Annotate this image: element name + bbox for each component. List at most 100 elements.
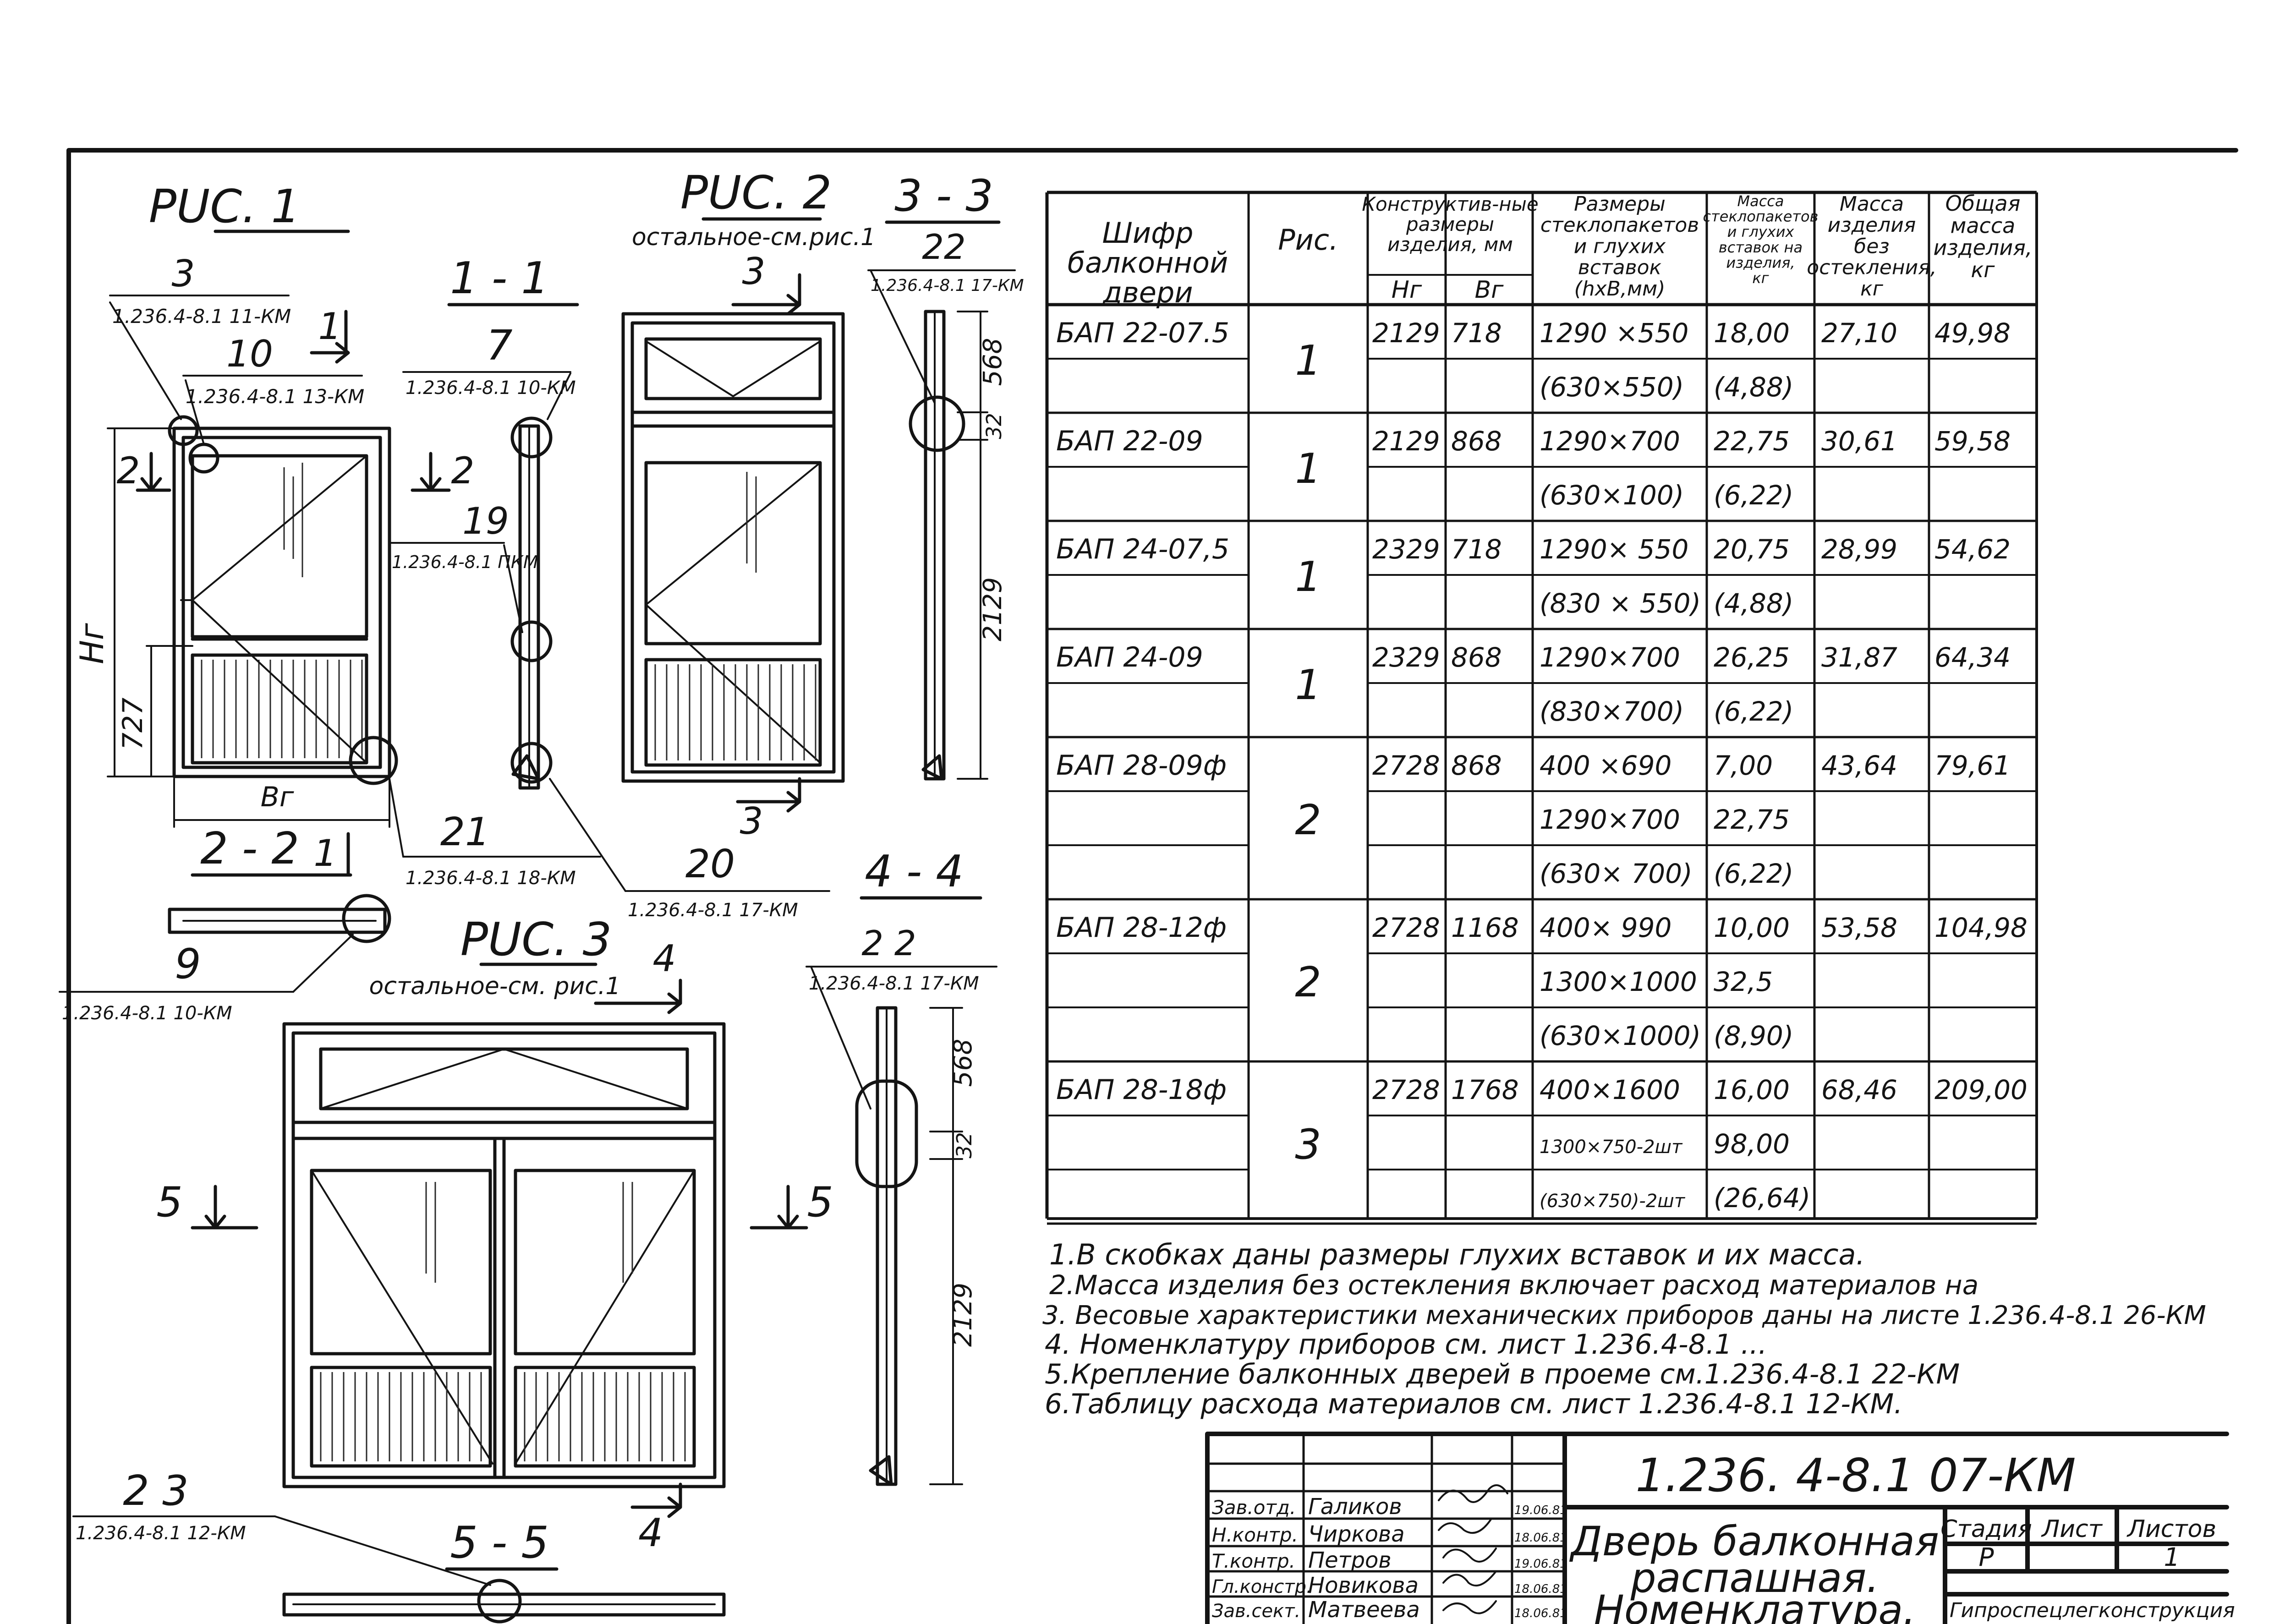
table-cell-razm: 1290×700 (1540, 426, 1680, 457)
figure-1: PUC. 1 Hг 727 Bг 3 1.236.4-8.1 (73, 180, 475, 828)
section-4-4-title: 4 - 4 (865, 847, 964, 897)
callout-20-number: 20 (685, 842, 735, 887)
section-1-1-title: 1 - 1 (450, 253, 549, 304)
table-cell-b: 718 (1451, 317, 1502, 349)
note-1: 1.В скобках даны размеры глухих вставок … (1049, 1238, 1865, 1271)
table-cell-massa-st: 22,75 (1714, 804, 1790, 835)
stamp-name-5: Матвеева (1308, 1597, 1420, 1623)
mark-1-top: 1 (318, 305, 342, 348)
stamp-title-line2: распашная. (1630, 1554, 1880, 1602)
mark-5-right: 5 (807, 1178, 833, 1226)
header-konstr-line-0: Конструктив-ные (1362, 193, 1539, 215)
header-massa-bez-line-3: остекления, (1807, 256, 1936, 279)
header-shifr-line-1: балконной (1068, 246, 1228, 279)
header-konstr-line-1: размеры (1406, 213, 1494, 235)
dim-b-label: Bг (261, 781, 294, 813)
nomenclature-table: ШифрбалконнойдвериРис.Конструктив-ныераз… (1045, 191, 2038, 1225)
table-cell-h: 2728 (1372, 912, 1440, 943)
table-cell-massa-bez: 43,64 (1821, 750, 1897, 781)
table-cell-ris: 1 (1295, 661, 1321, 709)
table-cell-razm: (830×700) (1540, 696, 1684, 727)
header-massa-st-line-0: Масса (1737, 192, 1784, 210)
header-razm-line-3: вставок (1578, 256, 1662, 279)
stamp-role-4: Гл.констр. (1212, 1576, 1312, 1597)
table-cell-massa-st: (6,22) (1714, 858, 1793, 889)
table-cell-razm: (630×550) (1540, 372, 1684, 403)
mark-3-bottom: 3 (740, 800, 763, 842)
figure-3: PUC. 3 остальное-см. рис.1 4 5 5 4 (156, 913, 833, 1556)
header-massa-st-line-4: изделия, (1726, 254, 1795, 271)
table-cell-razm: (630× 700) (1540, 858, 1693, 889)
table-cell-massa-st: 20,75 (1714, 534, 1790, 565)
header-massa-bez-line-1: изделия (1828, 213, 1916, 237)
callout-22a-ref: 1.236.4-8.1 17-КМ (871, 276, 1024, 295)
header-massa-st-line-2: и глухих (1727, 223, 1795, 241)
stamp-role-3: Т.контр. (1212, 1550, 1295, 1572)
dim-568-b: 568 (948, 1039, 977, 1087)
header-massa-ob-line-3: кг (1971, 257, 1995, 282)
mark-3-top: 3 (742, 250, 766, 293)
header-razm-line-2: и глухих (1574, 235, 1666, 258)
stamp-sheets-value: 1 (2164, 1542, 2180, 1572)
table-cell-massa-ob: 104,98 (1934, 912, 2027, 943)
dim-2129-b: 2129 (948, 1283, 977, 1347)
callout-20-ref: 1.236.4-8.1 17-КМ (628, 900, 798, 921)
title-block: Зав.отд. Галиков 19.06.81 Н.контр. Чирко… (1205, 1432, 2235, 1624)
callout-10-number: 10 (226, 333, 273, 375)
callout-9-ref: 1.236.4-8.1 10-КМ (62, 1003, 232, 1024)
mark-4-top: 4 (653, 937, 676, 980)
table-cell-razm: (830 × 550) (1540, 588, 1701, 619)
table-cell-massa-st: (6,22) (1714, 480, 1793, 511)
stamp-sheets-header: Листов (2126, 1515, 2216, 1543)
header-b-line-0: Bг (1475, 276, 1504, 304)
table-cell-massa-st: 32,5 (1714, 966, 1773, 997)
stamp-stage-value: Р (1978, 1542, 1994, 1572)
table-cell-massa-st: (6,22) (1714, 696, 1793, 727)
header-ris-line-0: Рис. (1278, 223, 1338, 257)
mark-1-bottom: 1 (314, 832, 337, 875)
dim-727-label: 727 (117, 698, 149, 750)
fig2-subtitle: остальное-см.рис.1 (632, 224, 876, 251)
section-3-3: 3 - 3 22 1.236.4-8.1 17-КМ 568 32 2129 (867, 171, 1024, 781)
signature-2 (1438, 1518, 1492, 1534)
fig1-title: PUC. 1 (149, 180, 301, 233)
table-cell-massa-st: 7,00 (1714, 750, 1773, 781)
stamp-name-1: Галиков (1308, 1494, 1402, 1520)
callout-22a-number: 22 (922, 227, 965, 267)
callout-21-ref: 1.236.4-8.1 18-КМ (405, 868, 576, 889)
table-cell-razm: (630×750)-2шт (1540, 1191, 1686, 1212)
table-cell-massa-st: 22,75 (1714, 426, 1790, 457)
signature-5 (1442, 1600, 1497, 1614)
table-cell-ris: 1 (1295, 445, 1321, 493)
figure-2: PUC. 2 остальное-см.рис.1 3 3 (621, 166, 876, 842)
header-razm-line-1: стеклопакетов (1540, 213, 1699, 237)
stamp-organization: Гипроспецлегконструкция (1950, 1599, 2235, 1622)
callout-19-ref: 1.236.4-8.1 ПКМ (392, 552, 538, 572)
table-cell-h: 2129 (1372, 426, 1440, 457)
header-shifr-line-2: двери (1102, 276, 1193, 309)
section-4-4: 4 - 4 2 2 1.236.4-8.1 17-КМ 568 32 2129 (806, 847, 997, 1486)
table-cell-b: 718 (1451, 534, 1502, 565)
table-cell-ris: 2 (1295, 796, 1321, 844)
table-cell-b: 868 (1451, 642, 1502, 673)
table-cell-h: 2329 (1372, 534, 1440, 565)
header-h-line-0: Hг (1392, 276, 1422, 304)
table-cell-razm: 400×1600 (1540, 1074, 1680, 1105)
mark-2-left: 2 (117, 449, 140, 492)
stamp-date-5: 18.06.81 (1514, 1607, 1567, 1620)
callout-7-number: 7 (486, 322, 512, 370)
table-cell-shifr: БАП 24-09 (1056, 641, 1203, 673)
section-3-3-title: 3 - 3 (894, 171, 993, 221)
stamp-name-3: Петров (1308, 1547, 1392, 1573)
header-massa-st-line-5: кг (1752, 269, 1769, 287)
table-cell-razm: 1290×700 (1540, 642, 1680, 673)
table-cell-massa-st: 98,00 (1714, 1128, 1790, 1159)
stamp-code: 1.236. 4-8.1 07-КМ (1636, 1449, 2076, 1502)
dim-32-b: 32 (952, 1132, 976, 1158)
stamp-name-4: Новикова (1308, 1573, 1419, 1598)
table-cell-massa-ob: 79,61 (1934, 750, 2011, 781)
header-massa-bez-line-4: кг (1860, 277, 1884, 301)
mark-2-right: 2 (451, 449, 475, 492)
table-cell-massa-ob: 54,62 (1934, 534, 2011, 565)
